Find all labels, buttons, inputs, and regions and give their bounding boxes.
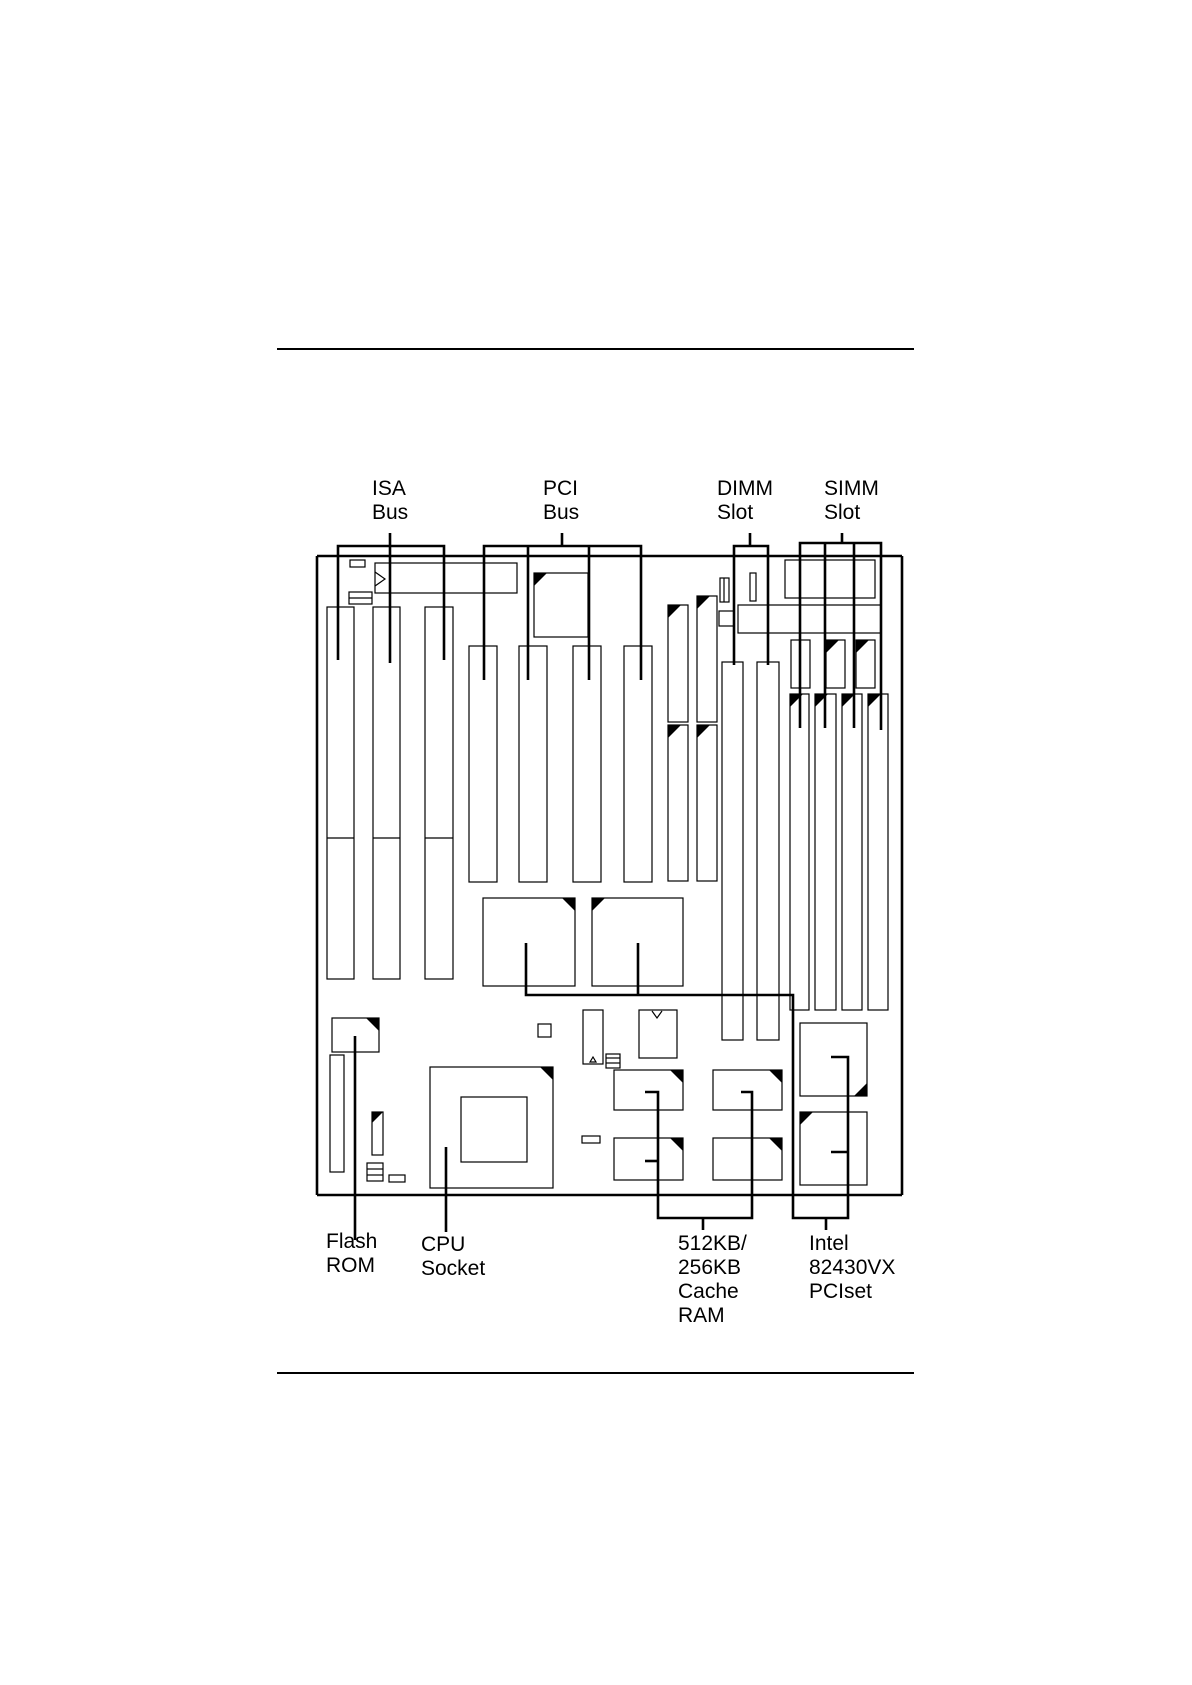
- pci-slot-2: [519, 646, 547, 882]
- dimm-slots: [722, 662, 779, 1040]
- pciset-chip-top: [800, 1023, 867, 1096]
- board-outline: [317, 556, 902, 1195]
- pci-slots: [469, 646, 652, 882]
- pci-slot-1: [469, 646, 497, 882]
- isa-slot-2: [373, 607, 400, 979]
- simm-slot-4: [868, 694, 888, 1010]
- simm-upper-sockets: [791, 640, 875, 688]
- pci-chip-left: [483, 898, 575, 986]
- simm-slots: [790, 694, 888, 1010]
- pin1-mark: [375, 572, 385, 586]
- dimm-slot-1: [722, 662, 743, 1040]
- simm-slot-3: [842, 694, 862, 1010]
- ide-connector: [330, 1055, 344, 1172]
- pci-slot-4: [624, 646, 652, 882]
- tag-ram-sockets: [668, 596, 717, 881]
- simm-slot-1: [790, 694, 809, 1010]
- keyboard-connector-area: [375, 563, 517, 593]
- power-connector-top: [785, 560, 875, 598]
- simm-slot-2: [815, 694, 836, 1010]
- pci-slot-3: [573, 646, 601, 882]
- pciset-chip-bottom: [800, 1112, 867, 1185]
- cpu-socket: [430, 1067, 553, 1188]
- isa-slot-1: [327, 607, 354, 979]
- cpu-socket-inner: [461, 1097, 527, 1162]
- power-connector: [738, 605, 881, 633]
- io-chip: [534, 573, 588, 637]
- isa-slot-3: [425, 607, 453, 979]
- jumper-top-left: [350, 560, 365, 567]
- cache-ram-chips: [614, 1070, 782, 1180]
- dimm-slot-2: [757, 662, 779, 1040]
